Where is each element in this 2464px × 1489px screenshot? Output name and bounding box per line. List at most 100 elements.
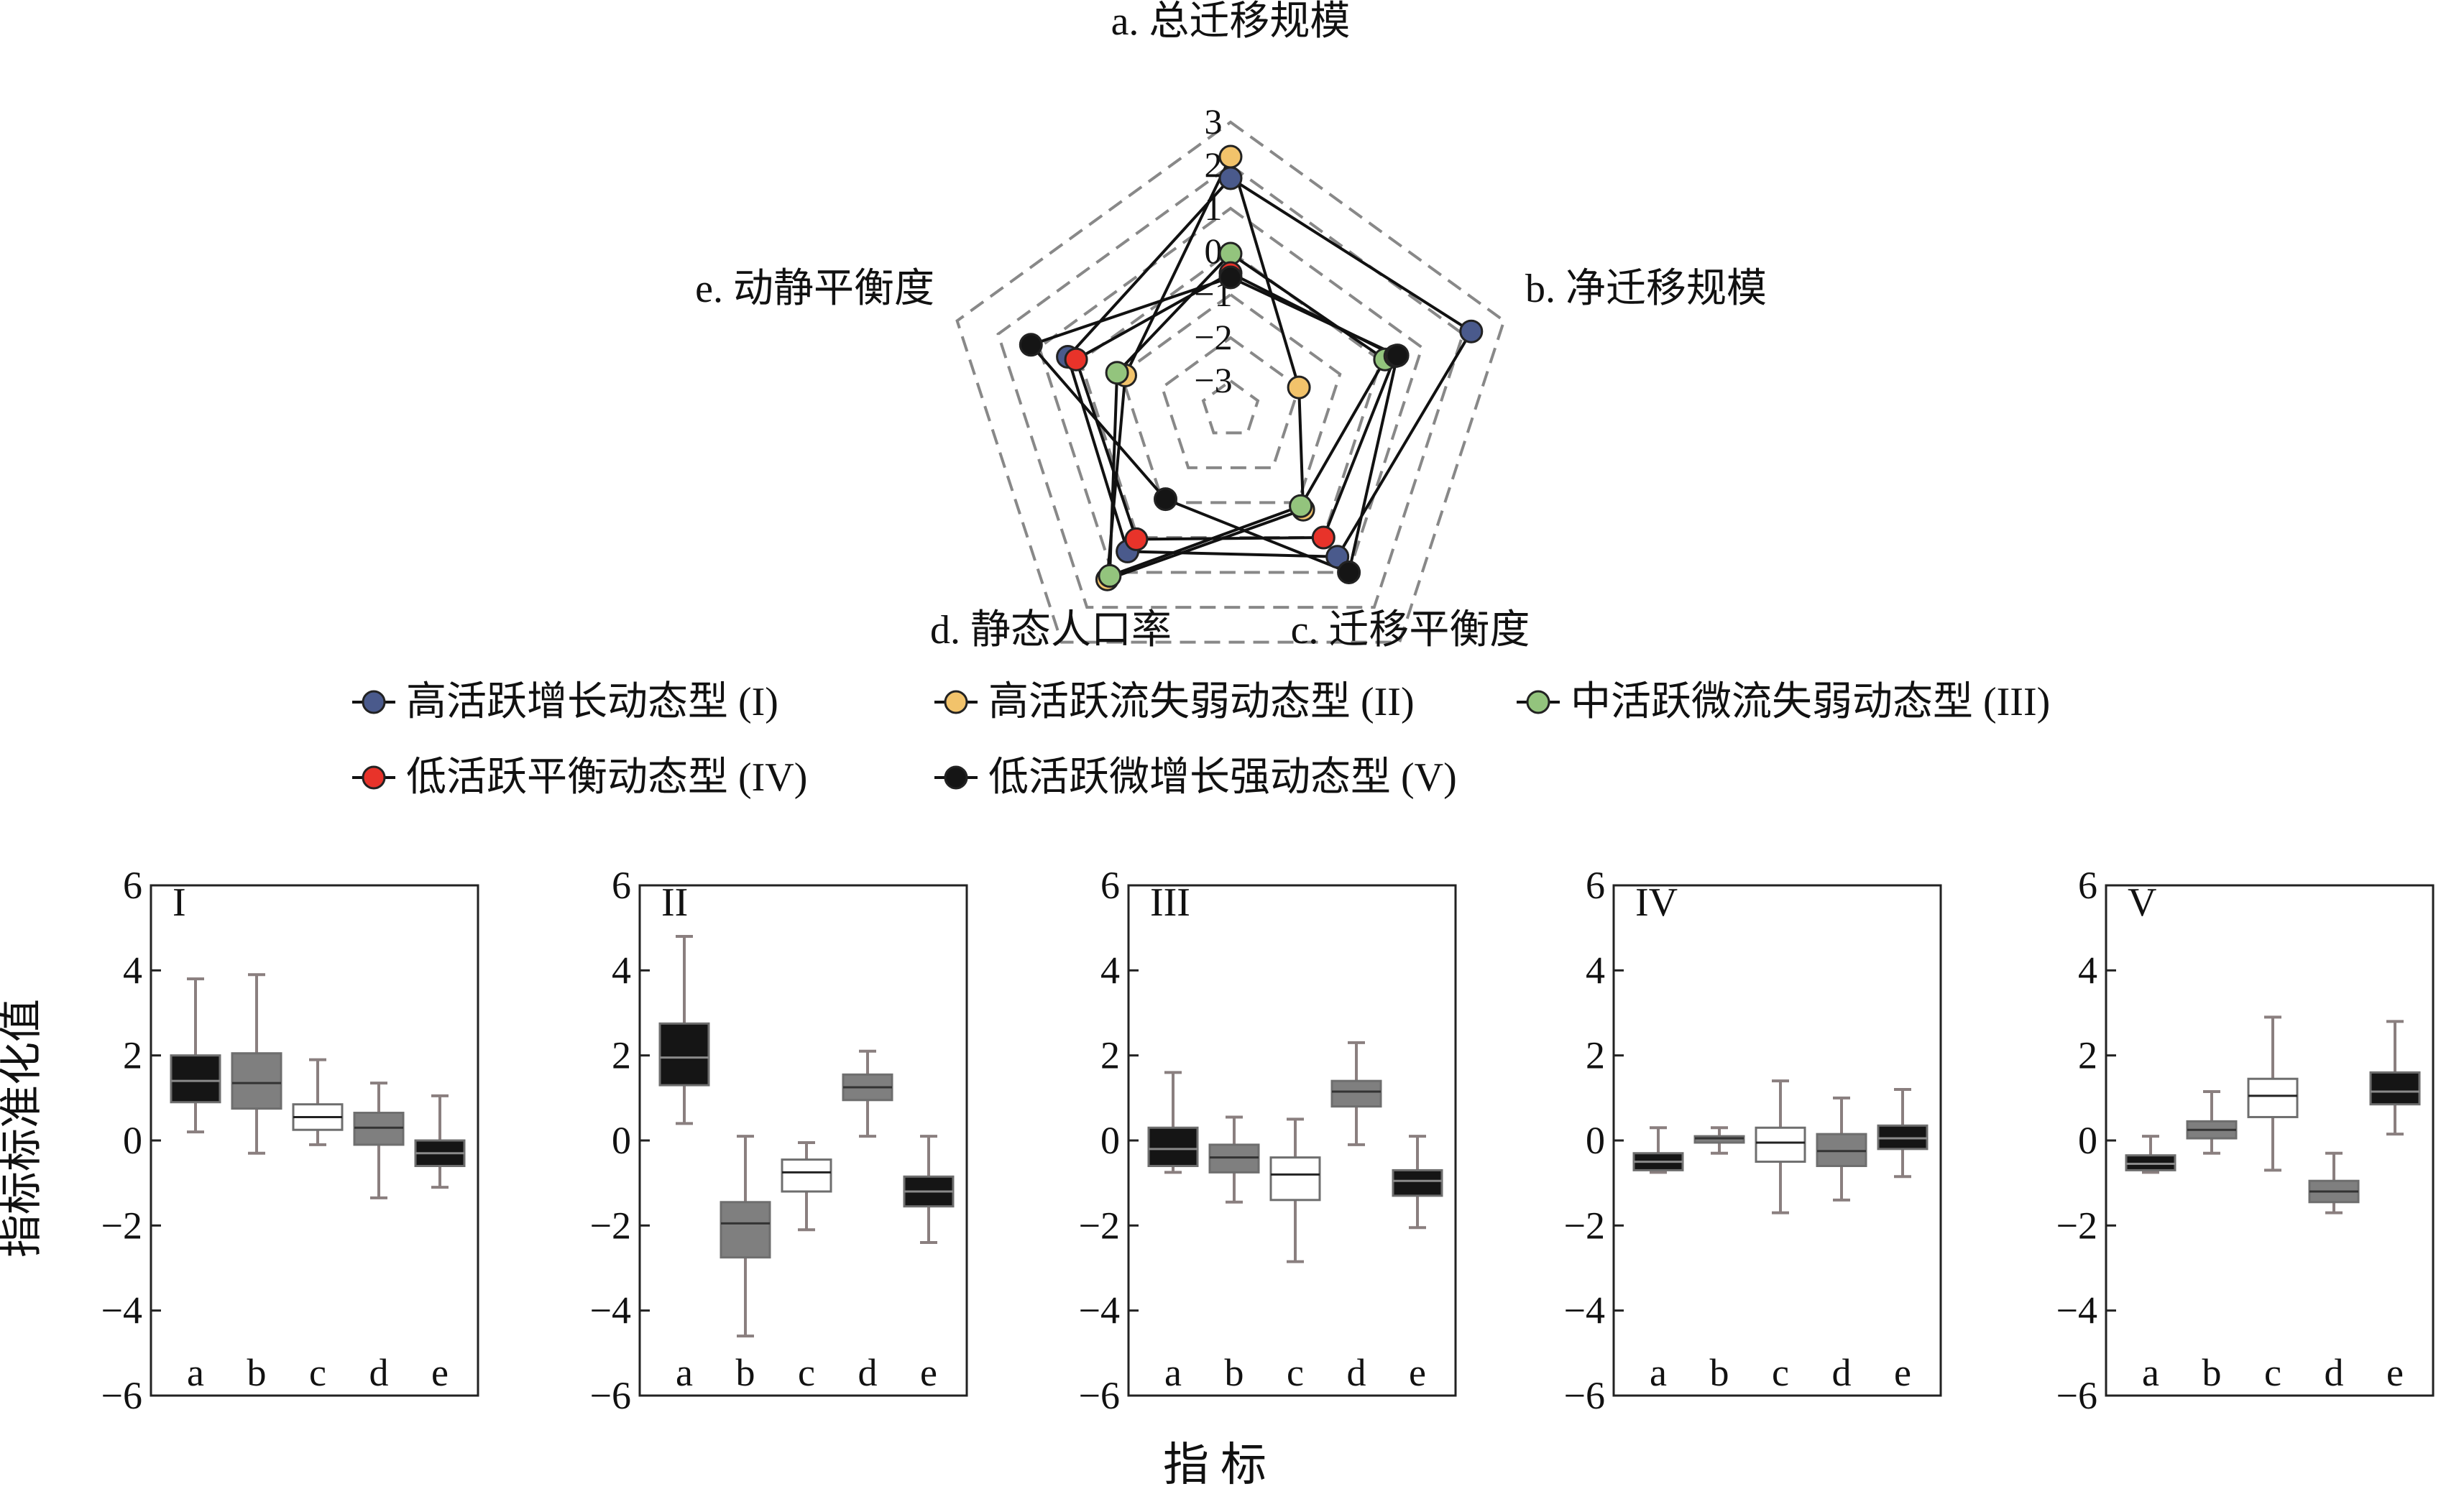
- y-tick-label: 0: [123, 1119, 142, 1162]
- x-tick-label-b: b: [247, 1351, 267, 1394]
- x-tick-label-e: e: [1894, 1351, 1911, 1394]
- radar-tick-label: −2: [1194, 317, 1232, 357]
- x-tick-label-a: a: [187, 1351, 204, 1394]
- box-d: [1330, 1079, 1382, 1108]
- y-tick-label: −4: [1564, 1289, 1605, 1332]
- legend-marker-3: [1526, 690, 1550, 714]
- radar-series-line-5: [1028, 275, 1399, 575]
- box-b: [231, 1052, 282, 1110]
- legend-label-4: 低活跃平衡动态型 (IV): [406, 755, 807, 800]
- radar-axis-label-c: c. 迁移平衡度: [1291, 608, 1530, 653]
- x-tick-label-a: a: [2142, 1351, 2159, 1394]
- x-tick-label-b: b: [2202, 1351, 2222, 1394]
- y-tick-label: −6: [101, 1374, 142, 1417]
- x-tick-label-d: d: [369, 1351, 389, 1394]
- y-tick-label: 2: [1586, 1034, 1605, 1077]
- y-tick-label: −4: [1079, 1289, 1120, 1332]
- radar-point-s4-d: [1124, 527, 1149, 551]
- y-tick-label: 4: [123, 949, 142, 992]
- radar-point-s1-b: [1459, 319, 1484, 344]
- y-tick-label: 2: [123, 1034, 142, 1077]
- y-tick-label: 2: [1100, 1034, 1120, 1077]
- box-c: [1755, 1126, 1806, 1163]
- radar-gridline: [1201, 379, 1260, 435]
- radar-point-s1-c: [1325, 545, 1350, 569]
- panel-label: IV: [1635, 880, 1678, 925]
- y-tick-label: 6: [1100, 864, 1120, 907]
- radar-gridline: [1160, 336, 1301, 469]
- y-tick-label: 6: [2078, 864, 2097, 907]
- x-tick-label-c: c: [1287, 1351, 1304, 1394]
- box-e: [2369, 1071, 2421, 1106]
- radar-point-s5-a: [1218, 265, 1243, 290]
- y-tick-label: −2: [590, 1204, 631, 1247]
- legend-marker-1: [362, 690, 386, 714]
- x-tick-label-b: b: [1225, 1351, 1244, 1394]
- y-tick-label: −2: [101, 1204, 142, 1247]
- boxplot-y-axis-label: 指标标准化值: [0, 999, 45, 1258]
- radar-point-s5-c: [1337, 561, 1361, 584]
- radar-point-s4-e: [1064, 347, 1088, 372]
- panel-label: V: [2128, 880, 2156, 925]
- radar-gridline: [996, 163, 1465, 609]
- legend-label-3: 中活跃微流失弱动态型 (III): [1571, 680, 2050, 724]
- panel-label: II: [661, 880, 688, 925]
- y-tick-label: −2: [1564, 1204, 1605, 1247]
- legend-marker-4: [362, 765, 386, 790]
- radar-tick-label: 3: [1205, 101, 1223, 142]
- box-a: [658, 1022, 710, 1087]
- x-tick-label-d: d: [1347, 1351, 1366, 1394]
- radar-point-s5-e: [1019, 333, 1043, 357]
- y-tick-label: 0: [1100, 1119, 1120, 1162]
- x-tick-label-c: c: [309, 1351, 326, 1394]
- legend-marker-5: [944, 765, 968, 790]
- y-tick-label: 4: [1586, 949, 1605, 992]
- legend-label-2: 高活跃流失弱动态型 (II): [988, 680, 1415, 724]
- box-c: [2247, 1077, 2299, 1118]
- radar-point-s4-c: [1311, 525, 1336, 550]
- radar-axis-label-d: d. 静态人口率: [930, 608, 1172, 653]
- radar-point-s3-c: [1289, 494, 1313, 518]
- y-tick-label: 0: [2078, 1119, 2097, 1162]
- radar-point-s5-d: [1154, 487, 1177, 512]
- y-tick-label: 6: [612, 864, 631, 907]
- x-tick-label-c: c: [798, 1351, 815, 1394]
- panel-label: I: [173, 880, 186, 925]
- radar-series-line-2: [1105, 152, 1305, 582]
- box-c: [1269, 1156, 1321, 1202]
- y-tick-label: −4: [590, 1289, 631, 1332]
- box-e: [1392, 1168, 1443, 1197]
- box-a: [1147, 1126, 1199, 1167]
- x-tick-label-b: b: [1710, 1351, 1729, 1394]
- radar-axis-label-b: b. 净迁移规模: [1525, 267, 1767, 311]
- x-tick-label-e: e: [1409, 1351, 1426, 1394]
- radar-series-line-3: [1108, 252, 1387, 578]
- radar-point-s2-a: [1218, 144, 1243, 169]
- y-tick-label: −2: [1079, 1204, 1120, 1247]
- y-tick-label: −6: [590, 1374, 631, 1417]
- boxplot-x-axis-label: 指 标: [1163, 1439, 1267, 1489]
- x-tick-label-c: c: [1772, 1351, 1789, 1394]
- legend-label-1: 高活跃增长动态型 (I): [406, 680, 778, 724]
- boxplot-frame: [2105, 884, 2435, 1397]
- y-tick-label: 2: [612, 1034, 631, 1077]
- x-tick-label-b: b: [736, 1351, 755, 1394]
- x-tick-label-a: a: [1164, 1351, 1182, 1394]
- y-tick-label: −4: [2056, 1289, 2097, 1332]
- box-b: [720, 1201, 771, 1259]
- x-tick-label-d: d: [858, 1351, 878, 1394]
- radar-point-s1-a: [1218, 166, 1243, 190]
- boxplot-frame: [638, 884, 968, 1397]
- x-tick-label-d: d: [2325, 1351, 2344, 1394]
- legend-marker-2: [944, 690, 968, 714]
- y-tick-label: −6: [1079, 1374, 1120, 1417]
- x-tick-label-e: e: [920, 1351, 937, 1394]
- x-tick-label-a: a: [1650, 1351, 1667, 1394]
